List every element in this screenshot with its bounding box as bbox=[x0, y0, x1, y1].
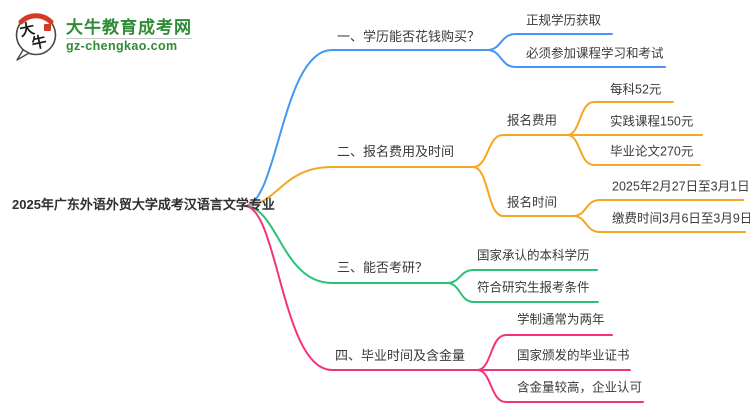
branch2-main-link bbox=[244, 166, 474, 207]
logo-char-niu: 牛 bbox=[30, 32, 48, 53]
branch-2-sub-1[interactable]: 报名费用 bbox=[507, 113, 558, 128]
logo-divider bbox=[66, 38, 192, 40]
branch-3-child-2[interactable]: 符合研究生报考条件 bbox=[477, 280, 590, 295]
branch2-sub1-link bbox=[472, 134, 568, 168]
branch-1-child-1[interactable]: 正规学历获取 bbox=[526, 13, 602, 28]
branch1-child1-link bbox=[486, 33, 613, 51]
branch-2-label[interactable]: 二、报名费用及时间 bbox=[337, 144, 455, 160]
red-seal-icon bbox=[44, 24, 51, 31]
branch-2-sub-1-leaf-1[interactable]: 每科52元 bbox=[610, 82, 662, 97]
site-logo[interactable]: 大 牛 大牛教育成考网 gz-chengkao.com bbox=[13, 11, 192, 61]
branch-4-child-3[interactable]: 含金量较高，企业认可 bbox=[517, 380, 643, 395]
site-name: 大牛教育成考网 bbox=[66, 17, 192, 37]
branch2-sub1-leaf3-link bbox=[566, 134, 701, 166]
branch4-child3-link bbox=[476, 369, 644, 403]
branch2-sub1-leaf1-link bbox=[566, 101, 674, 136]
branch-4-child-2[interactable]: 国家颁发的毕业证书 bbox=[517, 348, 630, 363]
branch-1-child-2[interactable]: 必须参加课程学习和考试 bbox=[526, 46, 664, 61]
branch-3-label[interactable]: 三、能否考研？ bbox=[337, 260, 429, 276]
branch1-child2-link bbox=[486, 49, 666, 68]
branch4-main-link bbox=[244, 205, 478, 371]
branch-4-label[interactable]: 四、毕业时间及含金量 bbox=[335, 348, 466, 364]
site-url[interactable]: gz-chengkao.com bbox=[66, 39, 178, 54]
branch-3-child-1[interactable]: 国家承认的本科学历 bbox=[477, 248, 590, 263]
branch-2-sub-2-leaf-2[interactable]: 缴费时间3月6日至3月9日 bbox=[612, 211, 750, 226]
branch2-sub2-leaf1-link bbox=[572, 199, 744, 217]
branch-2-sub-1-leaf-2[interactable]: 实践课程150元 bbox=[610, 114, 694, 129]
branch-4-child-1[interactable]: 学制通常为两年 bbox=[517, 312, 605, 327]
branch-2-sub-1-leaf-3[interactable]: 毕业论文270元 bbox=[610, 144, 694, 159]
branch1-main-link bbox=[244, 49, 488, 207]
branch4-child1-link bbox=[476, 334, 613, 371]
logo-char-da: 大 bbox=[18, 19, 36, 40]
branch3-child2-link bbox=[446, 282, 599, 303]
branch-1-label[interactable]: 一、学历能否花钱购买？ bbox=[337, 29, 481, 45]
branch3-main-link bbox=[244, 205, 448, 284]
branch2-sub2-link bbox=[472, 166, 574, 217]
logo-text-block: 大牛教育成考网 gz-chengkao.com bbox=[66, 18, 192, 54]
branch-2-sub-2-leaf-1[interactable]: 2025年2月27日至3月1日 bbox=[612, 179, 750, 194]
root-topic[interactable]: 2025年广东外语外贸大学成考汉语言文学专业 bbox=[12, 197, 275, 213]
branch-2-sub-2[interactable]: 报名时间 bbox=[507, 195, 558, 210]
bull-speech-bubble-icon: 大 牛 bbox=[15, 13, 57, 61]
branch2-sub2-leaf2-link bbox=[572, 215, 746, 233]
